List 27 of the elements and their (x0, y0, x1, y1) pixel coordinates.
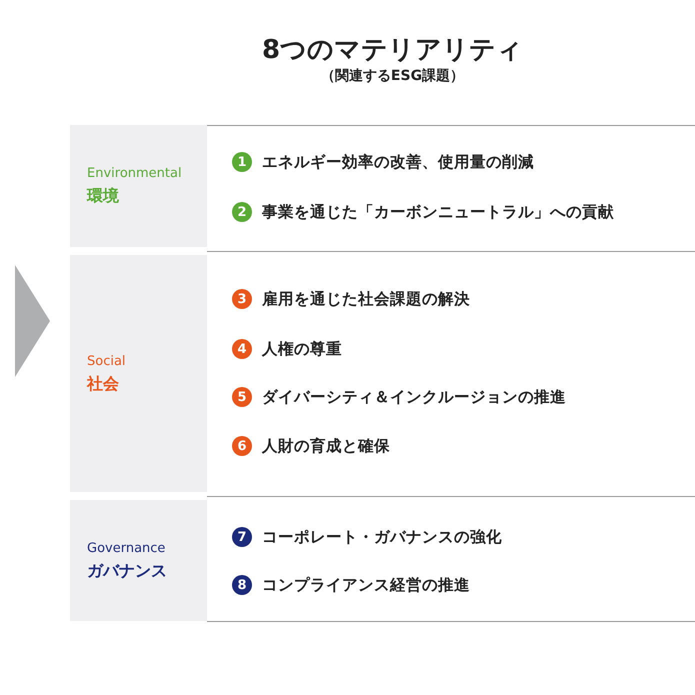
number-badge: 2 (232, 202, 252, 222)
category-label: Social (87, 352, 127, 370)
item-text: 人権の尊重 (262, 339, 342, 359)
number-badge: 6 (232, 436, 252, 456)
category-name: 社会 (87, 372, 120, 394)
item-text: エネルギー効率の改善、使用量の削減 (262, 152, 534, 172)
item-text: 事業を通じた「カーボンニュートラル」への貢献 (262, 202, 614, 222)
category-panel (70, 125, 207, 247)
category-label: Environmental (87, 165, 183, 183)
item-text: コンプライアンス経営の推進 (262, 575, 470, 595)
number-badge: 8 (232, 575, 252, 595)
item-text: 雇用を通じた社会課題の解決 (262, 289, 470, 309)
category-panel (70, 500, 207, 621)
number-badge: 7 (232, 527, 252, 547)
item-text: ダイバーシティ＆インクルージョンの推進 (262, 387, 566, 407)
number-badge: 1 (232, 152, 252, 172)
title: 8つのマテリアリティ (260, 34, 524, 67)
triangle-marker (15, 265, 50, 377)
number-badge: 3 (232, 289, 252, 309)
item-text: コーポレート・ガバナンスの強化 (262, 527, 502, 547)
number-badge: 4 (232, 339, 252, 359)
item-text: 人財の育成と確保 (262, 436, 390, 456)
subtitle: （関連するESG課題） (320, 67, 466, 85)
category-name: 環境 (87, 185, 120, 207)
category-name: ガバナンス (87, 560, 168, 582)
category-label: Governance (87, 540, 166, 558)
number-badge: 5 (232, 387, 252, 407)
